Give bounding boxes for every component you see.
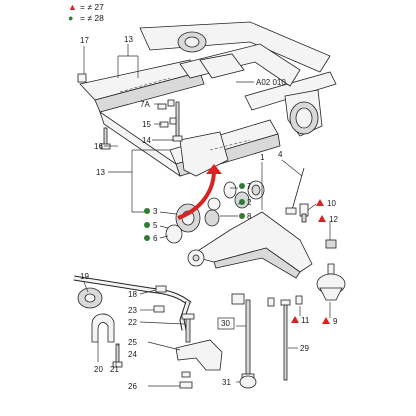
callout-1: 1 xyxy=(260,153,265,162)
part-10 xyxy=(299,203,309,223)
callout-6: 6 xyxy=(153,234,158,243)
green-dot-3 xyxy=(144,208,150,214)
stabiliser-bar xyxy=(73,275,192,343)
callout-22: 22 xyxy=(128,318,137,327)
legend-dot-symbol: ● xyxy=(68,13,73,23)
callout-29: 29 xyxy=(300,344,309,353)
callout-21: 21 xyxy=(110,365,119,374)
callout-14: 14 xyxy=(142,136,151,145)
green-dot-2 xyxy=(239,199,245,205)
callout-15: 15 xyxy=(142,120,151,129)
strut-rod xyxy=(231,293,275,389)
bolt-4 xyxy=(285,167,305,215)
subframe-crossmember xyxy=(79,21,337,178)
callout-23: 23 xyxy=(128,306,137,315)
green-dot-6 xyxy=(144,235,150,241)
green-dot-8 xyxy=(239,213,245,219)
legend-triangle-text: = ≠ 27 xyxy=(80,2,104,12)
legend-dot-text: = ≠ 28 xyxy=(80,13,104,23)
callout-31: 31 xyxy=(222,378,231,387)
red-direction-arrow xyxy=(177,164,222,220)
callout-30: 30 xyxy=(221,319,230,328)
callout-8: 8 xyxy=(247,212,252,221)
callout-5: 5 xyxy=(153,221,158,230)
callout-11: 11 xyxy=(301,316,310,325)
callout-7: 7 xyxy=(247,182,252,191)
callout-30-box xyxy=(217,317,235,330)
callout-19: 19 xyxy=(80,272,89,281)
callout-3: 3 xyxy=(153,207,158,216)
callout-26: 26 xyxy=(128,382,137,391)
bolt-21 xyxy=(112,343,123,368)
callout-25: 25 xyxy=(128,338,137,347)
green-dot-7 xyxy=(239,183,245,189)
callout-7a: 7A xyxy=(140,100,150,109)
callout-17: 17 xyxy=(80,36,89,45)
leader-lines xyxy=(83,44,331,387)
callout-18: 18 xyxy=(128,290,137,299)
subframe-bushes xyxy=(165,197,221,244)
callout-13-top: 13 xyxy=(124,35,133,44)
callout-20: 20 xyxy=(94,365,103,374)
stabiliser-link xyxy=(153,285,195,343)
callout-9: 9 xyxy=(333,317,338,326)
callout-4: 4 xyxy=(278,150,283,159)
callout-labels: 17 13 A02 010 7A 15 16 14 13 1 4 7 2 8 3… xyxy=(80,35,338,391)
hardware-7a-15 xyxy=(77,73,177,128)
red-triangle-9 xyxy=(322,317,330,324)
legend: ▲ = ≠ 27 ● = ≠ 28 xyxy=(68,2,104,23)
callout-12: 12 xyxy=(329,215,338,224)
callout-24: 24 xyxy=(128,350,137,359)
red-triangle-11 xyxy=(291,316,299,323)
callout-13-lower: 13 xyxy=(96,168,105,177)
red-triangle-10 xyxy=(316,199,324,206)
figure-code: A02 010 xyxy=(256,78,286,87)
legend-triangle-symbol: ▲ xyxy=(68,2,77,12)
callout-2: 2 xyxy=(247,198,252,207)
lower-control-arm xyxy=(187,211,313,279)
red-triangle-12 xyxy=(318,215,326,222)
green-dot-5 xyxy=(144,222,150,228)
bolt-29 xyxy=(280,295,303,381)
link-bracket xyxy=(175,339,223,389)
callout-10: 10 xyxy=(327,199,336,208)
callout-16: 16 xyxy=(94,142,103,151)
ball-joint xyxy=(316,239,346,301)
